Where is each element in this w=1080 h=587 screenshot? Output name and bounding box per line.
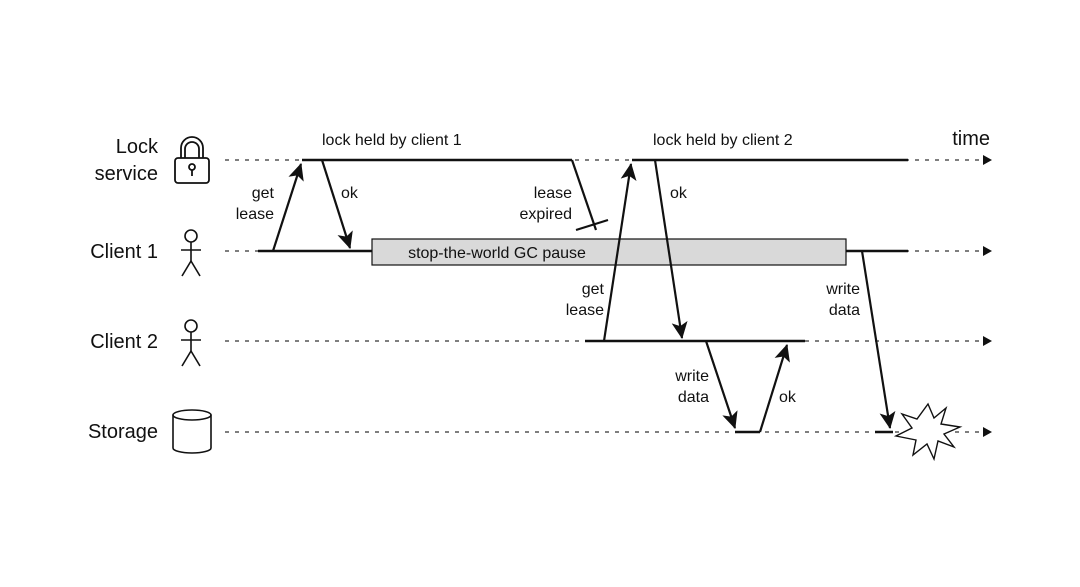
arrow-get-lease-2	[602, 163, 637, 342]
label-get-lease-2-line2: lease	[566, 302, 604, 319]
arrow-write-data-c1	[860, 250, 896, 429]
arrow-ok-3	[758, 344, 790, 433]
label-get-lease-1-line1: get	[252, 185, 275, 202]
arrow-lease-expired	[570, 159, 598, 231]
gc-pause-box	[371, 238, 847, 266]
arrow-ok-2	[653, 159, 688, 339]
label-ok-1: ok	[341, 185, 359, 202]
lane-label-client2: Client 2	[90, 331, 158, 353]
lifelines	[225, 159, 985, 433]
label-lease-expired-line2: expired	[520, 206, 572, 223]
label-get-lease-1-line2: lease	[236, 206, 274, 223]
lane-label-storage: Storage	[88, 421, 158, 443]
arrow-get-lease-1	[271, 163, 304, 252]
arrow-write-data-c2	[704, 340, 738, 429]
label-write-data-c1-line1: write	[825, 281, 860, 298]
lease-expired-cross	[575, 218, 609, 232]
time-label: time	[952, 128, 990, 150]
lane-label-client1: Client 1	[90, 241, 158, 263]
database-icon	[172, 409, 212, 454]
message-arrows	[271, 159, 896, 433]
conflict-burst-icon	[893, 402, 963, 462]
person-icon-client1	[181, 229, 201, 277]
padlock-icon	[174, 136, 210, 184]
lane-label-lock-line2: service	[95, 163, 158, 185]
label-ok-3: ok	[779, 389, 797, 406]
arrow-ok-1	[320, 159, 353, 249]
gc-pause-label: stop-the-world GC pause	[408, 245, 586, 262]
person-icon-client2	[181, 319, 201, 367]
label-write-data-c2-line2: data	[678, 389, 709, 406]
label-get-lease-2-line1: get	[582, 281, 605, 298]
label-lock-held-2: lock held by client 2	[653, 132, 793, 149]
label-ok-2: ok	[670, 185, 688, 202]
label-lease-expired-line1: lease	[534, 185, 572, 202]
label-write-data-c2-line1: write	[674, 368, 709, 385]
lifeline-arrowheads	[983, 155, 992, 437]
label-write-data-c1-line2: data	[829, 302, 860, 319]
active-segments	[258, 158, 908, 434]
lane-label-lock-line1: Lock	[116, 136, 159, 158]
label-lock-held-1: lock held by client 1	[322, 132, 462, 149]
